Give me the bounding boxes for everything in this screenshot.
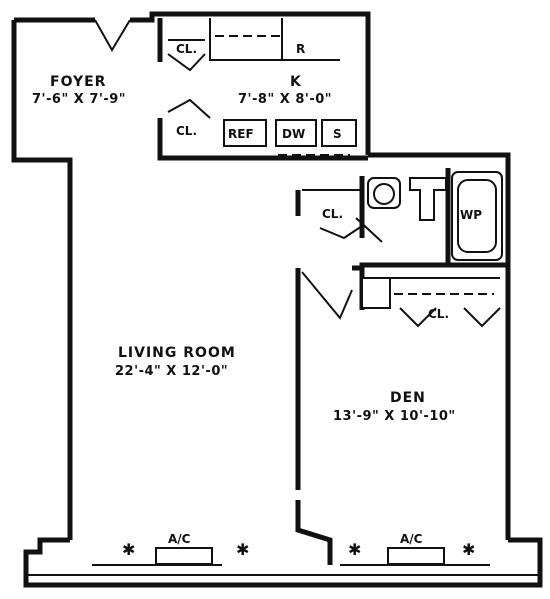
den-closet-label: CL. — [428, 307, 449, 321]
outer-walls — [11, 11, 543, 588]
sink-label: S — [333, 127, 342, 141]
den-partition — [295, 268, 501, 565]
svg-text:✱: ✱ — [462, 540, 475, 559]
ac-label-living: A/C — [168, 532, 191, 546]
bath-closet-label: CL. — [322, 207, 343, 221]
svg-text:✱: ✱ — [236, 540, 249, 559]
bath-fixtures — [295, 168, 508, 320]
kitchen-closet-label: CL. — [176, 124, 197, 138]
ac-unit-den — [387, 547, 445, 565]
foyer-name: FOYER — [50, 74, 106, 90]
svg-text:✱: ✱ — [122, 540, 135, 559]
ac-unit-living — [155, 547, 213, 565]
living-room-dims: 22'-4" X 12'-0" — [115, 364, 228, 379]
kitchen-dims: 7'-8" X 8'-0" — [238, 92, 332, 107]
washer-label: WP — [460, 208, 482, 222]
foyer-dims: 7'-6" X 7'-9" — [32, 92, 126, 107]
svg-text:✱: ✱ — [348, 540, 361, 559]
kitchen-name: K — [290, 74, 302, 90]
den-dims: 13'-9" X 10'-10" — [333, 409, 456, 424]
kitchen-fixtures — [157, 18, 368, 161]
living-room-name: LIVING ROOM — [118, 345, 236, 361]
foyer-closet-label: CL. — [176, 42, 197, 56]
refrigerator-label: R — [296, 42, 305, 56]
ac-label-den: A/C — [400, 532, 423, 546]
ac-units: ✱ ✱ ✱ ✱ — [122, 540, 475, 565]
dishwasher-label: DW — [282, 127, 305, 141]
entry-door — [94, 19, 131, 52]
ref-label: REF — [228, 127, 254, 141]
den-name: DEN — [390, 390, 426, 406]
